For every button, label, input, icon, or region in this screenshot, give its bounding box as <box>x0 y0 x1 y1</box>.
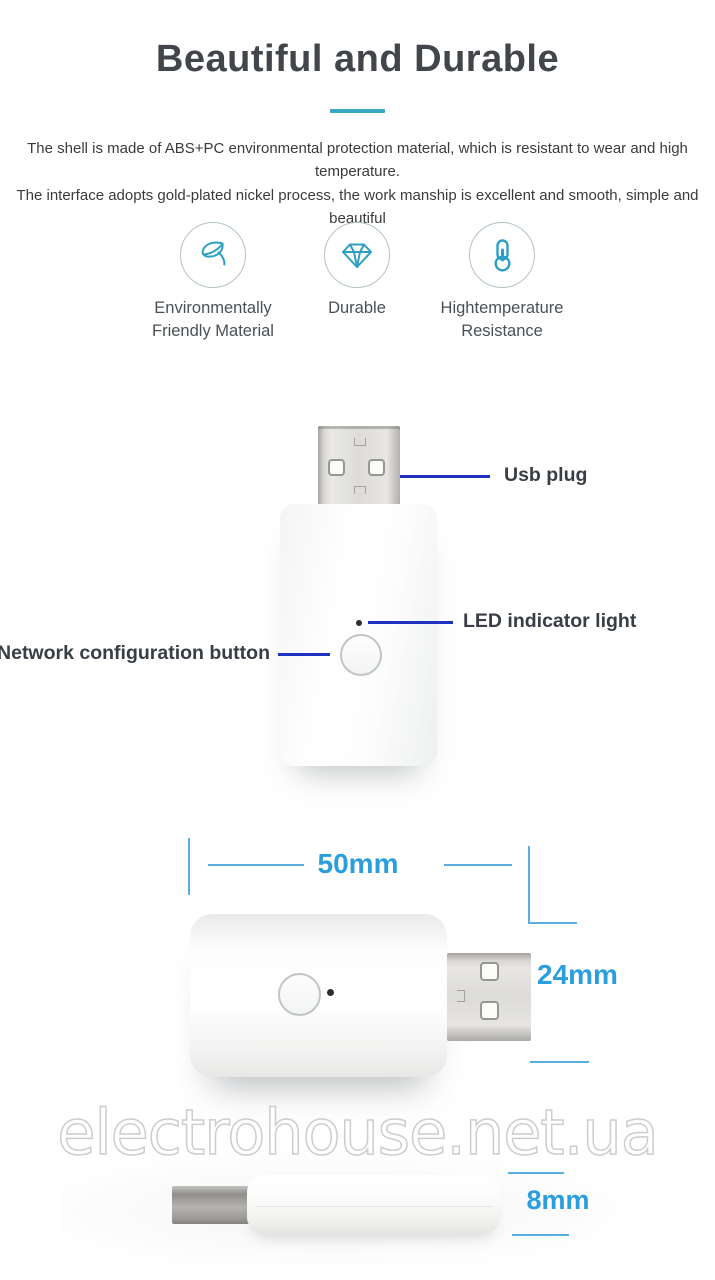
dimension-line-right-tick <box>528 846 530 924</box>
description-line-1: The shell is made of ABS+PC environmenta… <box>27 140 688 181</box>
led-indicator-dot <box>356 620 362 626</box>
led-indicator-dot <box>327 989 334 996</box>
feature-label: Durable <box>328 299 386 317</box>
thermometer-icon <box>482 235 522 275</box>
usb-plug-connector <box>447 953 531 1041</box>
device-body <box>247 1175 500 1234</box>
watermark: electrohouse.net.ua <box>57 1095 660 1170</box>
feature-label: Hightemperature Resistance <box>440 299 564 341</box>
usb-plug-notch <box>354 438 366 446</box>
usb-plug-notch <box>457 990 465 1002</box>
usb-contact-hole <box>480 1001 499 1020</box>
title-underline <box>330 109 385 113</box>
config-button-circle <box>278 973 321 1016</box>
dimension-line-thickness-bottom <box>512 1234 569 1236</box>
config-button-circle <box>340 634 382 676</box>
dimension-line-width-a <box>208 864 304 866</box>
feature-circle <box>180 222 246 288</box>
feature-circle <box>469 222 535 288</box>
usb-plug-connector <box>172 1186 250 1224</box>
product-description: The shell is made of ABS+PC environmenta… <box>8 137 707 230</box>
leaf-icon <box>193 235 233 275</box>
feature-item-eco: Environmentally Friendly Material <box>133 222 293 344</box>
callout-label-led: LED indicator light <box>463 610 637 632</box>
feature-item-durable: Durable <box>277 222 437 320</box>
usb-contact-hole <box>368 459 385 476</box>
description-line-2: The interface adopts gold-plated nickel … <box>16 186 699 227</box>
callout-line-led <box>368 621 453 624</box>
feature-label: Environmentally Friendly Material <box>152 299 274 341</box>
dimension-label-width: 50mm <box>317 848 399 879</box>
dimension-line-height-bottom <box>530 1061 589 1063</box>
dimension-line-left-tick <box>188 838 190 895</box>
callout-label-usb-plug: Usb plug <box>504 464 588 486</box>
page-title: Beautiful and Durable <box>155 38 560 80</box>
dimension-line-width-b <box>444 864 512 866</box>
feature-circle <box>324 222 390 288</box>
dimension-line-thickness-top <box>508 1172 564 1174</box>
usb-plug-connector <box>318 426 400 506</box>
callout-line-network-button <box>278 653 330 656</box>
callout-label-network-button: Network configuration button <box>0 642 270 664</box>
usb-plug-notch <box>354 486 366 494</box>
dimension-label-thickness: 8mm <box>526 1185 590 1215</box>
feature-item-heat: Hightemperature Resistance <box>422 222 582 344</box>
dimension-line-height-top <box>528 922 577 924</box>
dimension-label-height: 24mm <box>537 959 618 990</box>
callout-line-usb-plug <box>400 475 490 478</box>
usb-contact-hole <box>480 962 499 981</box>
diamond-icon <box>337 235 377 275</box>
usb-contact-hole <box>328 459 345 476</box>
